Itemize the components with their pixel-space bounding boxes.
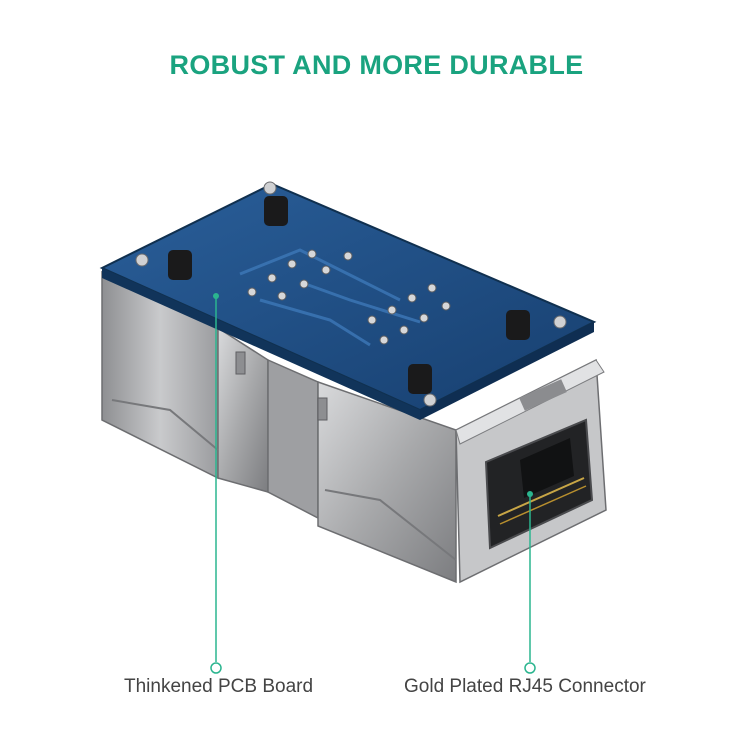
- left-housing: [101, 270, 269, 493]
- pcb-board-label: Thinkened PCB Board: [124, 676, 314, 697]
- middle-housing: [267, 358, 457, 584]
- callout-rj45: [524, 491, 536, 674]
- pcb-board: [99, 181, 597, 420]
- rj45-front-face: [455, 358, 607, 584]
- headline: ROBUST AND MORE DURABLE: [169, 50, 584, 80]
- rj45-connector-label: Gold Plated RJ45 Connector: [404, 676, 646, 697]
- standoff-screws: [135, 181, 567, 407]
- callout-pcb: [210, 293, 222, 674]
